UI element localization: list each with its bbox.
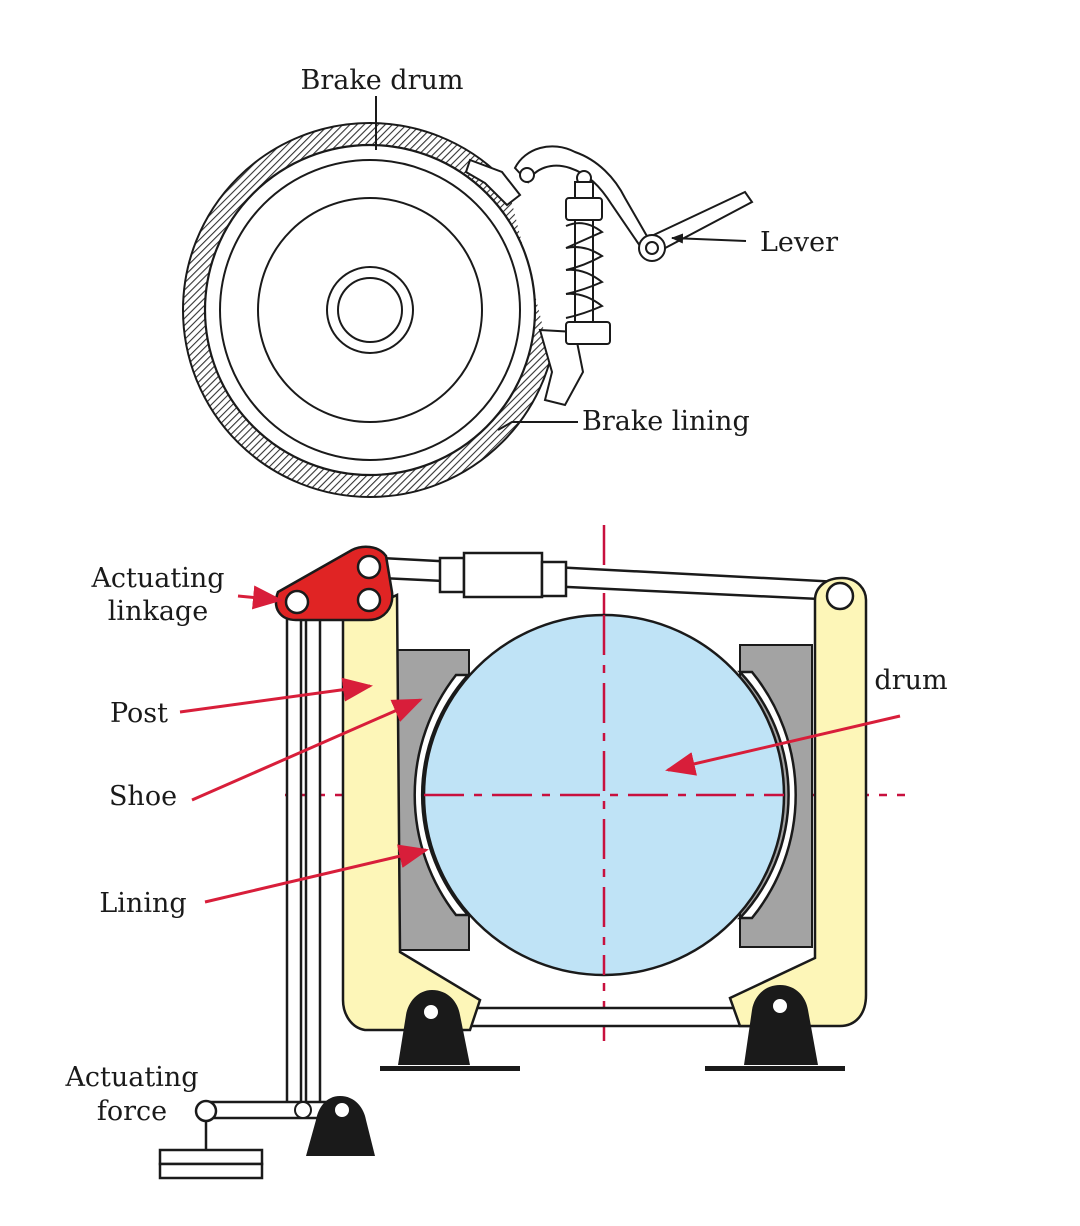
- lever-pivot-inner: [645, 241, 659, 255]
- spring-cap-top: [565, 197, 603, 221]
- actuating-rod-left: [285, 610, 303, 1114]
- spring-cap-bottom: [565, 321, 611, 345]
- left-base-pivot: [398, 990, 470, 1065]
- pedal-fulcrum: [306, 1096, 375, 1156]
- turnbuckle-body: [462, 551, 544, 599]
- label-brake-drum: Brake drum: [301, 65, 464, 96]
- label-actuating-force-line1: Actuating: [64, 1062, 198, 1093]
- label-post: Post: [110, 698, 168, 729]
- pedal-rod-joint-pin: [294, 1101, 312, 1119]
- label-actuating-linkage-line2: linkage: [108, 596, 208, 627]
- linkage-pin-a: [284, 589, 310, 615]
- brake-lining-leader: [497, 421, 578, 431]
- drum-hub-inner: [337, 277, 403, 343]
- turnbuckle-right-nut: [540, 560, 568, 598]
- right-lining: [737, 670, 797, 920]
- left-base-plate: [380, 1066, 520, 1071]
- brake-drum-face: [203, 143, 537, 477]
- drum-ring-2: [257, 197, 483, 423]
- pedal-lever-end-pin: [194, 1099, 218, 1123]
- pedal-weight-bottom: [158, 1162, 264, 1180]
- actuating-rod-right: [304, 610, 322, 1114]
- label-actuating-force-line2: force: [97, 1096, 167, 1127]
- lever-pin-left: [519, 167, 535, 183]
- right-post: [728, 576, 868, 1028]
- pedal-fulcrum-pin: [333, 1101, 351, 1119]
- drum-ring-1: [219, 159, 521, 461]
- label-lever: Lever: [760, 227, 838, 258]
- turnbuckle-left-nut: [438, 556, 466, 594]
- label-drum: drum: [874, 665, 947, 696]
- arrow-shoe: [191, 698, 423, 802]
- left-base-pin: [422, 1003, 440, 1021]
- right-base-plate: [705, 1066, 845, 1071]
- arrow-actuating-linkage: [237, 585, 283, 610]
- arrow-lining: [204, 844, 429, 904]
- linkage-pin-c: [356, 587, 382, 613]
- label-lining: Lining: [99, 888, 186, 919]
- right-base-pin: [771, 997, 789, 1015]
- left-post: [341, 593, 482, 1032]
- bottom-tie-rod: [468, 1006, 752, 1028]
- top-brake-drum-diagram: Brake drum Lever Brake lining: [182, 65, 838, 498]
- label-brake-lining: Brake lining: [582, 406, 750, 437]
- upper-shoe: [464, 158, 522, 207]
- right-base-pivot: [744, 985, 818, 1065]
- pedal-weight-top: [158, 1148, 264, 1166]
- lever-leader: [671, 233, 747, 244]
- right-post-pin: [825, 581, 855, 611]
- bottom-shoe-brake-diagram: Actuating linkage Post Shoe Lining drum …: [64, 525, 948, 1180]
- drum-hub-outer: [326, 266, 414, 354]
- coil-spring: [565, 222, 604, 319]
- linkage-pin-b: [356, 554, 382, 580]
- label-actuating-linkage-line1: Actuating: [90, 563, 224, 594]
- label-shoe: Shoe: [109, 781, 177, 812]
- arrow-drum: [665, 714, 901, 776]
- arrow-post: [179, 677, 373, 714]
